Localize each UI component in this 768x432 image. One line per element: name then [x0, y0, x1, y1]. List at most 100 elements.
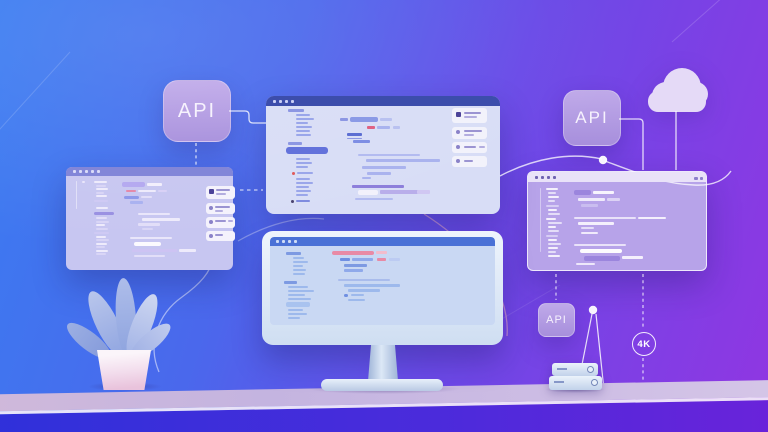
skeleton-bar: [367, 126, 375, 129]
skeleton-bar: [540, 188, 542, 252]
skeleton-bar: [228, 220, 233, 222]
skeleton-bar: [456, 159, 460, 163]
titlebar-mark-icon: [85, 170, 88, 173]
titlebar-mark-icon: [288, 240, 291, 243]
skeleton-bar: [548, 243, 561, 245]
skeleton-bar: [96, 253, 106, 255]
skeleton-bar: [548, 230, 559, 232]
skeleton-bar: [284, 281, 297, 284]
titlebar-mark-icon: [541, 175, 544, 179]
skeleton-bar: [96, 235, 106, 238]
skeleton-bar: [209, 206, 213, 210]
titlebar-mark-icon: [291, 99, 294, 103]
skeleton-bar: [296, 130, 310, 133]
skeleton-bar: [215, 220, 226, 222]
skeleton-bar: [296, 122, 308, 125]
cloud-icon: [646, 66, 708, 112]
skeleton-bar: [94, 200, 108, 202]
skeleton-bar: [134, 242, 161, 246]
skeleton-bar: [593, 191, 614, 194]
server-slot-line: [554, 381, 564, 383]
skeleton-bar: [548, 192, 556, 194]
code-window-right: [527, 171, 707, 271]
skeleton-bar: [293, 257, 304, 260]
window-left-titlebar: [66, 167, 233, 176]
monitor-screen: [270, 237, 495, 325]
skeleton-bar: [578, 198, 605, 201]
skeleton-bar: [296, 134, 311, 137]
skeleton-bar: [216, 193, 226, 195]
skeleton-bar: [389, 258, 400, 261]
skeleton-bar: [607, 198, 620, 201]
skeleton-bar: [464, 116, 477, 118]
skeleton-bar: [94, 212, 114, 215]
skeleton-bar: [96, 195, 107, 197]
skeleton-bar: [367, 172, 391, 175]
skeleton-bar: [288, 298, 311, 301]
skeleton-bar: [293, 265, 303, 268]
titlebar-mark-icon: [535, 175, 538, 179]
skeleton-bar: [124, 195, 139, 199]
skeleton-bar: [296, 166, 308, 169]
skeleton-bar: [464, 112, 481, 114]
skeleton-bar: [288, 309, 303, 312]
skeleton-bar: [296, 182, 313, 185]
skeleton-bar: [293, 261, 308, 264]
server-stack: [549, 363, 602, 390]
skeleton-bar: [347, 133, 362, 136]
skeleton-bar: [130, 237, 172, 239]
skeleton-bar: [296, 126, 312, 129]
skeleton-bar: [362, 166, 406, 169]
skeleton-bar: [126, 189, 136, 192]
skeleton-bar: [296, 194, 308, 197]
skeleton-bar: [376, 251, 387, 254]
code-window-center: [266, 96, 500, 214]
skeleton-bar: [296, 200, 310, 203]
skeleton-bar: [548, 209, 557, 211]
skeleton-bar: [147, 183, 162, 186]
skeleton-bar: [456, 130, 460, 134]
skeleton-bar: [348, 299, 365, 302]
resolution-4k-badge: 4K: [632, 332, 656, 356]
skeleton-bar: [94, 232, 109, 234]
skeleton-bar: [338, 279, 390, 281]
skeleton-bar: [96, 184, 106, 187]
skeleton-bar: [464, 130, 482, 132]
skeleton-bar: [138, 223, 160, 226]
titlebar-mark-icon: [73, 170, 76, 173]
skeleton-bar: [96, 224, 105, 226]
monitor-stand-neck: [368, 345, 398, 381]
skeleton-bar: [574, 244, 626, 246]
skeleton-bar: [393, 126, 400, 129]
skeleton-bar: [130, 201, 143, 204]
skeleton-bar: [548, 239, 557, 241]
skeleton-bar: [132, 248, 177, 252]
skeleton-bar: [548, 200, 555, 202]
window-right-content-skeleton: [528, 172, 706, 270]
skeleton-bar: [348, 289, 380, 292]
skeleton-bar: [351, 294, 364, 297]
skeleton-bar: [288, 290, 314, 293]
titlebar-mark-icon: [547, 175, 550, 179]
api-badge-top-left: API: [163, 80, 231, 142]
skeleton-bar: [96, 249, 108, 252]
titlebar-mark-icon: [285, 99, 288, 103]
skeleton-bar: [286, 252, 301, 255]
window-left-content-skeleton: [66, 167, 235, 270]
skeleton-bar: [352, 185, 404, 188]
skeleton-bar: [344, 284, 400, 287]
skeleton-bar: [456, 145, 460, 149]
skeleton-bar: [353, 140, 370, 143]
skeleton-bar: [344, 264, 367, 267]
api-badge-top-right: API: [563, 90, 621, 146]
skeleton-bar: [546, 218, 556, 220]
skeleton-bar: [344, 269, 363, 272]
skeleton-bar: [122, 182, 145, 187]
skeleton-bar: [94, 181, 107, 183]
skeleton-bar: [581, 232, 598, 234]
skeleton-bar: [206, 203, 235, 214]
skeleton-bar: [358, 190, 378, 195]
skeleton-bar: [581, 204, 598, 207]
skeleton-bar: [296, 162, 312, 165]
